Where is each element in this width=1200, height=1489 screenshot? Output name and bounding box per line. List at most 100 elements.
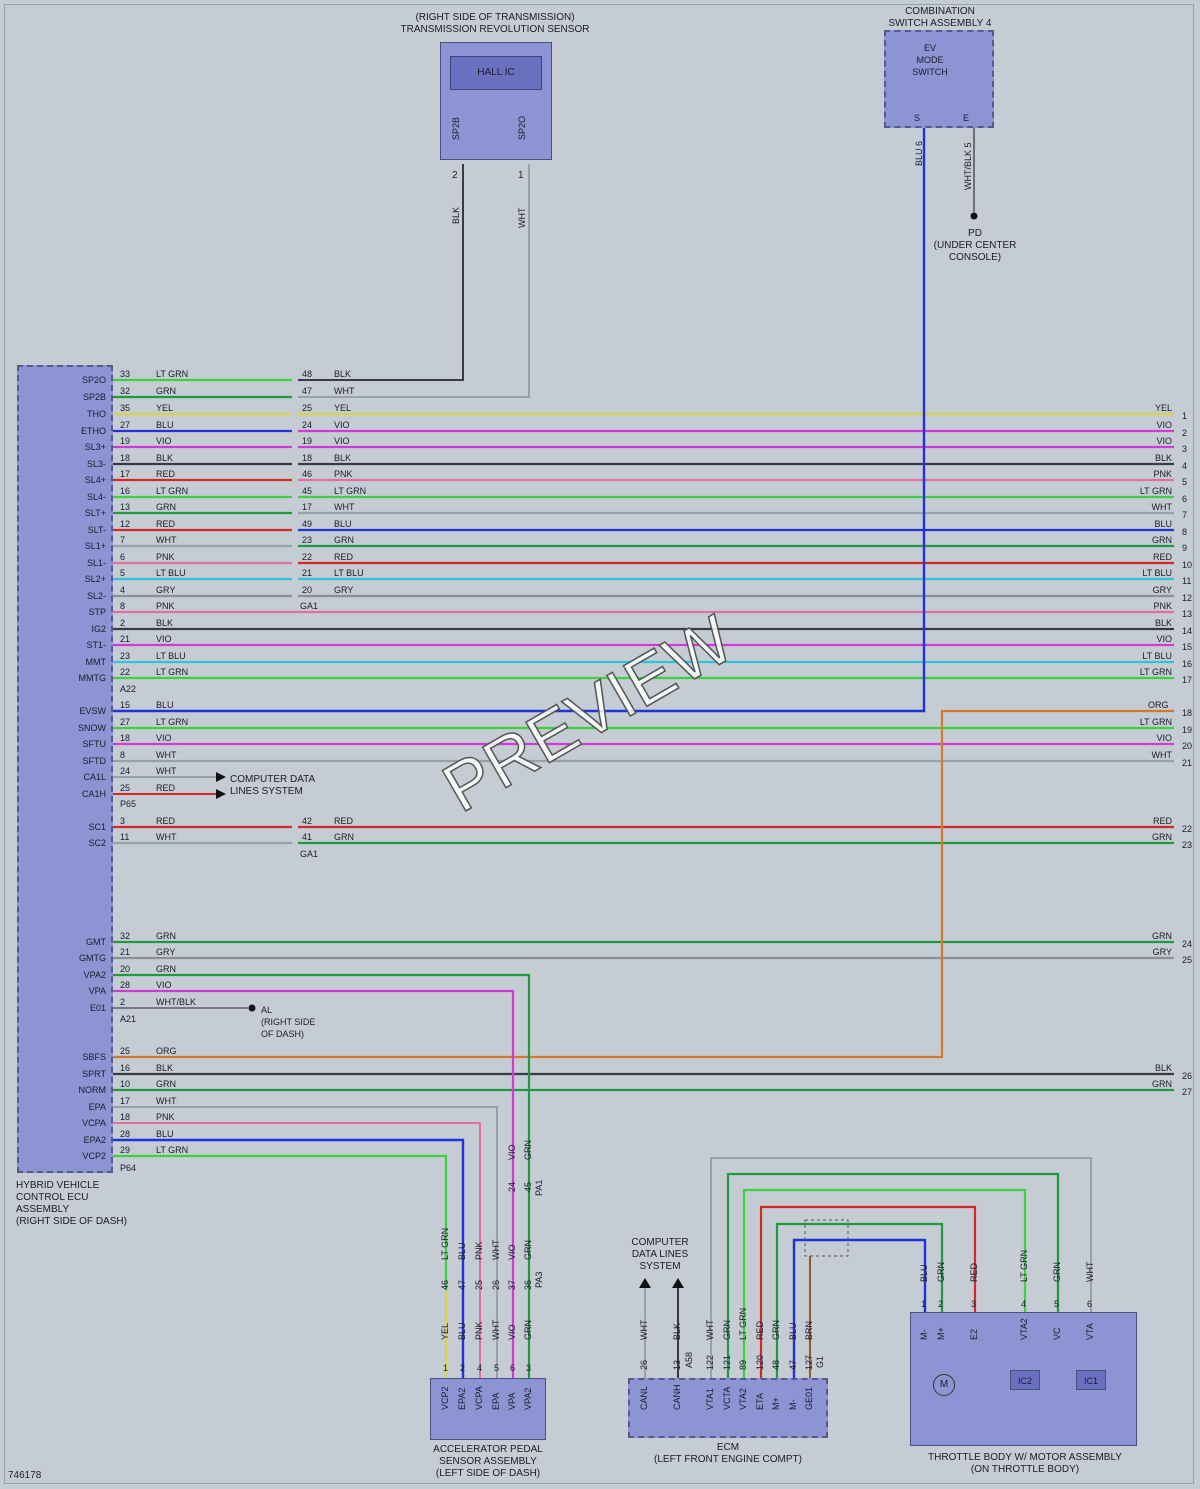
combo-pin-e: E: [963, 113, 970, 123]
right-num: 9: [1182, 543, 1188, 553]
row-color: PNK: [156, 601, 175, 611]
row-num: 10: [120, 1079, 131, 1089]
pedal-pin-num: 3: [526, 1363, 532, 1373]
row-color: VIO: [156, 634, 172, 644]
pa3-wire-num: 26: [491, 1279, 501, 1290]
connector-a58: A58: [684, 1351, 694, 1368]
row-num: 28: [120, 980, 131, 990]
ecu-pin-sl1-: SL1+: [84, 541, 106, 551]
combo-switch-box: [884, 30, 994, 128]
row-color: BLK: [156, 1063, 174, 1073]
throttle-pin-name: VC: [1052, 1327, 1062, 1340]
ecm-wire-color: BLU: [788, 1322, 798, 1340]
pedal-pin-num: 4: [477, 1363, 483, 1373]
ecu-pin-gmtg: GMTG: [79, 953, 106, 963]
ecm-title-1: ECM: [716, 1442, 740, 1453]
pa3-wire-color: PNK: [474, 1241, 484, 1260]
right-color: PNK: [1153, 469, 1172, 479]
row-color2: VIO: [334, 420, 350, 430]
row-color2: BLK: [334, 453, 352, 463]
ecm-pin-num: 127: [804, 1354, 814, 1370]
row-num2: 24: [302, 420, 313, 430]
row-num: 15: [120, 700, 131, 710]
pa1-wire-color: VIO: [507, 1144, 517, 1160]
throttle-wire-color: LT GRN: [1019, 1249, 1029, 1282]
right-color: LT GRN: [1139, 667, 1172, 677]
row-color: VIO: [156, 733, 172, 743]
throttle-pin-name: VTA: [1085, 1323, 1095, 1340]
right-color: LT BLU: [1142, 651, 1172, 661]
pedal-wire-color: YEL: [440, 1322, 450, 1340]
arrow-icon: [216, 772, 226, 782]
right-num: 5: [1182, 477, 1188, 487]
pedal-wire-color: BLU: [457, 1322, 467, 1340]
ecu-pin-sp2b: SP2B: [82, 392, 106, 402]
right-num: 1: [1182, 411, 1188, 421]
ecu-title-4: (RIGHT SIDE OF DASH): [16, 1216, 127, 1227]
arrow-icon: [639, 1278, 651, 1288]
row-num2: 23: [302, 535, 313, 545]
ecu-pin-sftu: SFTU: [82, 739, 107, 749]
right-num: 25: [1182, 955, 1193, 965]
trans-wire-wht: WHT: [517, 207, 527, 229]
row-num: 32: [120, 386, 131, 396]
right-num: 27: [1182, 1087, 1193, 1097]
right-num: 12: [1182, 593, 1193, 603]
row-color2: RED: [334, 552, 354, 562]
throttle-wire-color: GRN: [1052, 1262, 1062, 1282]
wire-sp2b-wht: [298, 164, 530, 398]
right-color: BLU: [1154, 519, 1172, 529]
row-color: PNK: [156, 1112, 175, 1122]
ev-switch-label-3: SWITCH: [912, 67, 948, 77]
right-num: 6: [1182, 494, 1188, 504]
combo-pin-s: S: [914, 113, 921, 123]
org-right-num: 18: [1182, 708, 1193, 718]
throttle-pin-num: 1: [921, 1299, 927, 1309]
pedal-pin-name: VPA2: [523, 1387, 533, 1410]
ground-pd-3: CONSOLE): [948, 252, 1002, 263]
row-num: 17: [120, 469, 131, 479]
right-num: 3: [1182, 444, 1188, 454]
row-num: 2: [120, 997, 126, 1007]
right-num: 19: [1182, 725, 1193, 735]
row-color2: YEL: [334, 403, 352, 413]
row-color: LT GRN: [156, 717, 189, 727]
row-color2: GRN: [334, 535, 354, 545]
right-color: GRN: [1152, 535, 1172, 545]
pedal-wire-color: PNK: [474, 1321, 484, 1340]
row-color: WHT: [156, 750, 177, 760]
row-color: WHT/BLK: [156, 997, 197, 1007]
row-color: BLU: [156, 1129, 174, 1139]
document-id: 746178: [8, 1470, 42, 1481]
pedal-wire-color: GRN: [523, 1320, 533, 1340]
arrow-icon: [672, 1278, 684, 1288]
combo-title-2: SWITCH ASSEMBLY 4: [888, 18, 992, 29]
combo-wire-whtblk: WHT/BLK 5: [963, 142, 973, 190]
pin-sp2b: SP2B: [451, 116, 461, 140]
pa3-wire-color: BLU: [457, 1242, 467, 1260]
pedal-pin-name: VCPA: [474, 1386, 484, 1410]
ic2-box: [1010, 1370, 1040, 1390]
ground-al-1: AL: [261, 1005, 273, 1015]
ecm-wire-color: BRN: [804, 1320, 814, 1340]
row-num: 18: [120, 453, 131, 463]
ecm-pin-num: 26: [639, 1359, 649, 1370]
ecm-pin-name: ETA: [755, 1393, 765, 1410]
row-color2: LT GRN: [334, 486, 367, 496]
ecu-pin-sl3-: SL3+: [84, 442, 106, 452]
right-color: GRN: [1152, 1079, 1172, 1089]
row-num: 12: [120, 519, 131, 529]
ecu-pin-tho: THO: [87, 409, 106, 419]
wire-vpa: [113, 989, 515, 1378]
connector-a22: A22: [120, 684, 137, 694]
row-num: 25: [120, 1046, 131, 1056]
throttle-wire-color: RED: [969, 1262, 979, 1282]
ecu-pin-sl4-: SL4+: [84, 475, 106, 485]
pedal-pin-name: VPA: [507, 1392, 517, 1410]
combo-title-1: COMBINATION: [905, 6, 975, 17]
ecu-pin-vpa: VPA: [88, 986, 106, 996]
ecu-title-2: CONTROL ECU: [16, 1192, 89, 1203]
right-color: VIO: [1156, 436, 1172, 446]
row-color2: VIO: [334, 436, 350, 446]
right-num: 22: [1182, 824, 1193, 834]
